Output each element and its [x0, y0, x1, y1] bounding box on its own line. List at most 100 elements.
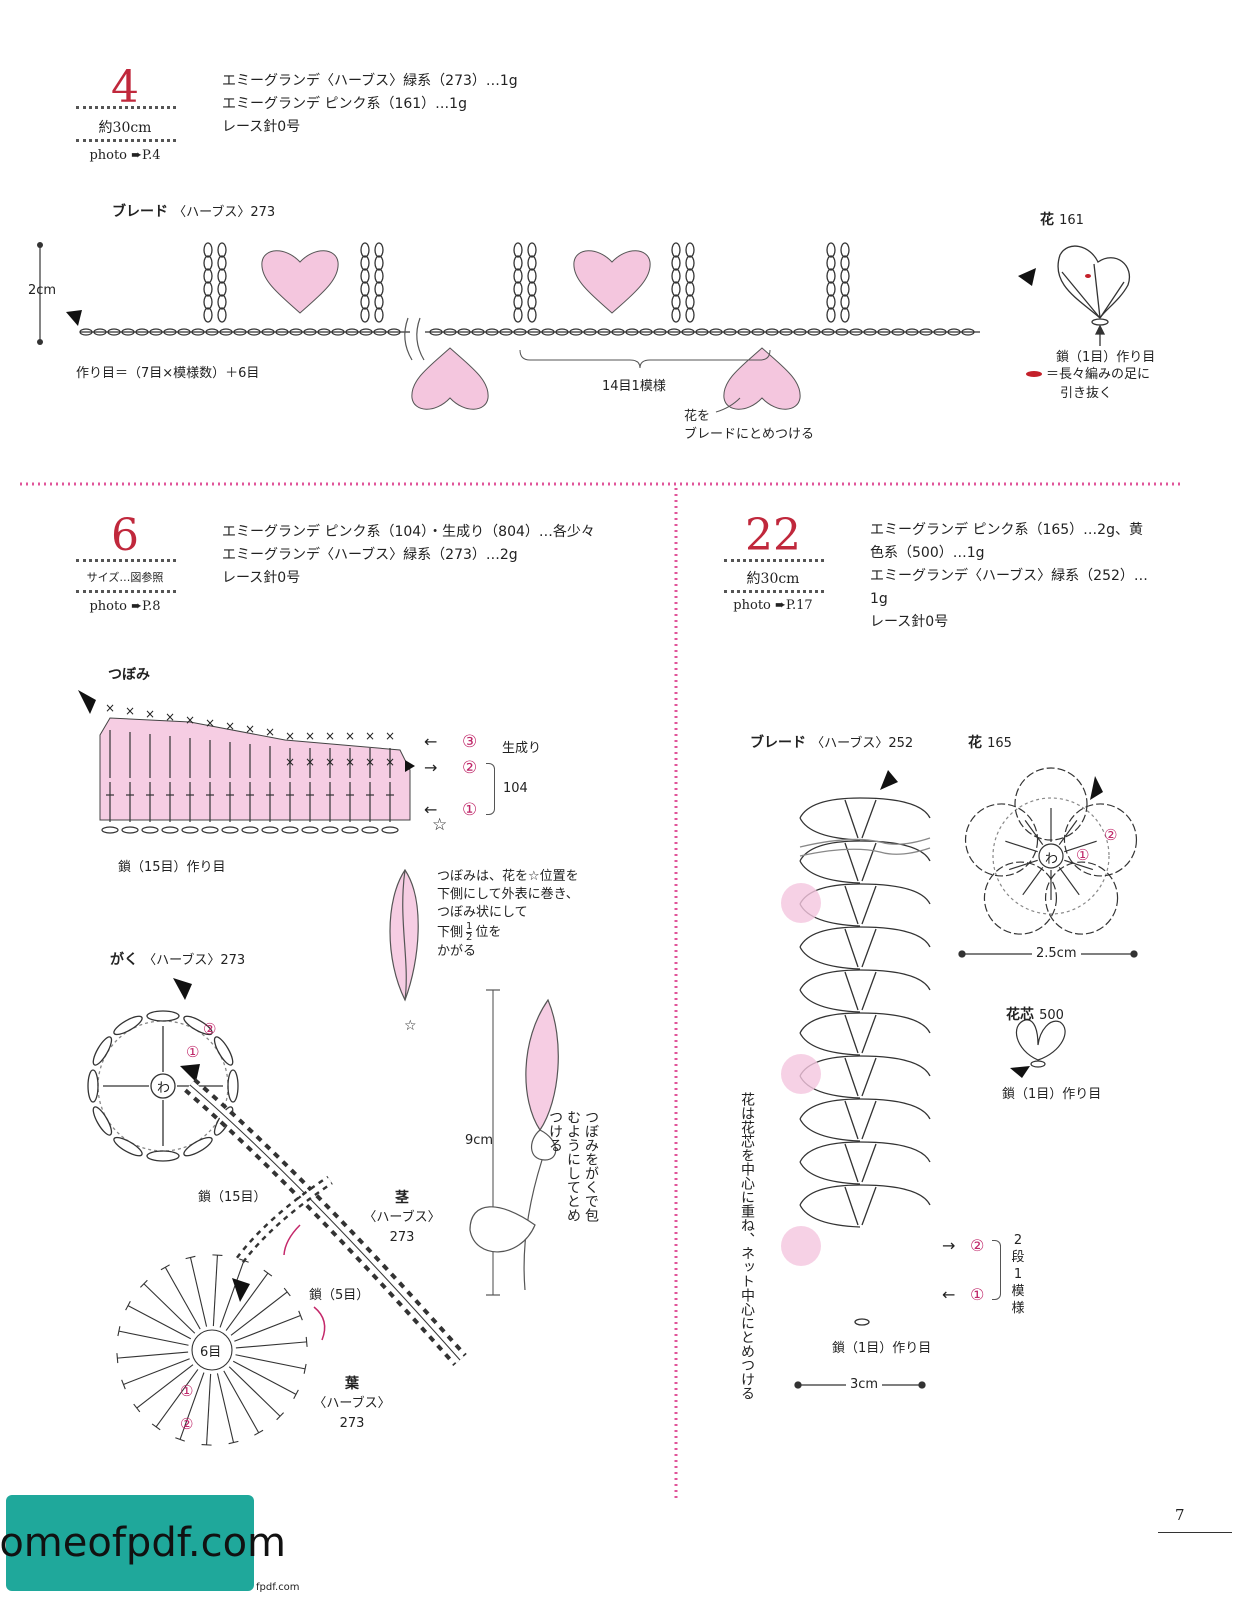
picot-stitch: [513, 307, 523, 323]
dotted-rule: [724, 590, 824, 593]
stem-yarn: 〈ハーブス〉: [363, 1210, 441, 1225]
size-label: サイズ…図参照: [86, 571, 164, 584]
svg-text:×: ×: [365, 729, 375, 743]
material-item: エミーグランデ ピンク系（161）…1g: [222, 96, 467, 112]
stitch-mark: [212, 1255, 218, 1327]
picot-stitch: [360, 294, 370, 310]
page-number: 7: [1175, 1506, 1185, 1524]
chain-stitch: [877, 328, 891, 336]
material-item: 1g: [870, 591, 888, 607]
chain-stitch: [92, 1036, 113, 1066]
wrap-note: つぼみをがくで包むようにしてとめつける: [547, 1110, 599, 1222]
picot-stitch: [840, 281, 850, 297]
chain-loop: [799, 1141, 931, 1163]
picot-stitch: [671, 294, 681, 310]
note-word: 下側: [437, 924, 464, 940]
picot-stitch: [826, 294, 836, 310]
p6-finished-flower: [469, 989, 559, 1296]
chain-stitch: [751, 328, 765, 336]
stitch-mark: [216, 1373, 235, 1443]
attach-note-line: ブレードにとめつける: [684, 427, 815, 442]
stitch-mark: [117, 1351, 189, 1359]
picot-stitch: [685, 268, 695, 284]
picot-stitch: [840, 242, 850, 258]
svg-text:×: ×: [285, 755, 295, 769]
svg-text:×: ×: [265, 725, 275, 739]
chain-stitch: [961, 328, 975, 336]
flower-title: 花: [1040, 212, 1054, 228]
svg-text:×: ×: [345, 729, 355, 743]
chain-stitch: [201, 826, 219, 834]
chain-stitch: [92, 1106, 113, 1136]
size-label: 約30cm: [98, 120, 152, 136]
picot-stitch: [217, 255, 227, 271]
chain-loop: [799, 989, 861, 1013]
p6-leaf-diagram: [116, 1254, 308, 1446]
svg-text:×: ×: [185, 713, 195, 727]
petal-loop: [983, 861, 1058, 935]
p6-bud-diagram: ×××××××××××××××××××××: [78, 690, 415, 834]
watermark-logo[interactable]: homeofpdf.com: [0, 1495, 286, 1591]
leaf-yarn: 〈ハーブス〉: [313, 1396, 391, 1411]
chain-stitch: [221, 826, 239, 834]
chain-stitch: [321, 826, 339, 834]
chain-stitch: [261, 328, 275, 336]
repeat-label: 14目1模様: [602, 379, 666, 394]
legend-line: ＝長々編みの足に: [1046, 367, 1151, 382]
chain-stitch: [183, 1015, 213, 1036]
chain-stitch: [919, 328, 933, 336]
chain-stitch: [569, 328, 583, 336]
picot-stitch: [374, 255, 384, 271]
row-3-arrow: ←: [424, 732, 438, 751]
stitch-mark: [164, 1267, 201, 1330]
leaf-chain-label: 鎖（5目）: [309, 1288, 370, 1303]
chain-stitch: [821, 328, 835, 336]
picot-stitch: [671, 268, 681, 284]
picot-stitch: [203, 255, 213, 271]
bud-chain-label: 鎖（15目）作り目: [118, 860, 226, 875]
page-rule: [1158, 1532, 1232, 1533]
calyx-yarn: 〈ハーブス〉273: [143, 953, 246, 968]
picot-stitch: [360, 281, 370, 297]
svg-text:×: ×: [245, 722, 255, 736]
flower-heading: 花 165: [968, 732, 1012, 752]
braid-heading: ブレード 〈ハーブス〉273: [112, 201, 275, 221]
picot-stitch: [527, 281, 537, 297]
material-item: レース針0号: [870, 614, 949, 630]
note-word: 位を: [475, 924, 502, 940]
flower-yarn: 165: [987, 736, 1012, 751]
chain-stitch: [93, 328, 107, 336]
chain-loop: [799, 860, 861, 884]
note-line: かがる: [437, 944, 477, 959]
size-label: 約30cm: [746, 571, 800, 587]
chain-loop: [799, 1032, 861, 1056]
flower-heading: 花 161: [1040, 209, 1084, 229]
svg-text:×: ×: [225, 719, 235, 733]
chain-loop: [799, 817, 861, 841]
star-icon: ☆: [432, 815, 448, 835]
chain-stitch: [303, 328, 317, 336]
legend-text: ＝長々編みの足に 引き抜く: [1046, 365, 1150, 403]
p22-center-diagram: [1010, 1019, 1066, 1078]
chain-stitch: [765, 328, 779, 336]
p4-braid-diagram: [37, 242, 980, 413]
picot-stitch: [360, 242, 370, 258]
dotted-rule: [76, 590, 176, 593]
svg-text:×: ×: [125, 704, 135, 718]
picot-stitch: [826, 268, 836, 284]
svg-text:×: ×: [385, 729, 395, 743]
chain-stitch: [191, 328, 205, 336]
repeat-char: 2: [1013, 1233, 1023, 1248]
rows-brace: [486, 763, 495, 815]
p6-calyx-diagram: [87, 978, 239, 1162]
chain-stitch: [807, 328, 821, 336]
stitch-mark: [235, 1341, 307, 1349]
chain-stitch: [457, 328, 471, 336]
picot-stitch: [203, 242, 213, 258]
chain-stitch: [555, 328, 569, 336]
stem-title: 茎: [395, 1190, 409, 1206]
calyx-heading: がく 〈ハーブス〉273: [110, 949, 245, 969]
attach-note: 花は花芯を中心に重ね、ネット中心にとめつける: [739, 1092, 755, 1400]
chain-stitch: [597, 328, 611, 336]
footer-url[interactable]: fpdf.com: [256, 1582, 300, 1593]
